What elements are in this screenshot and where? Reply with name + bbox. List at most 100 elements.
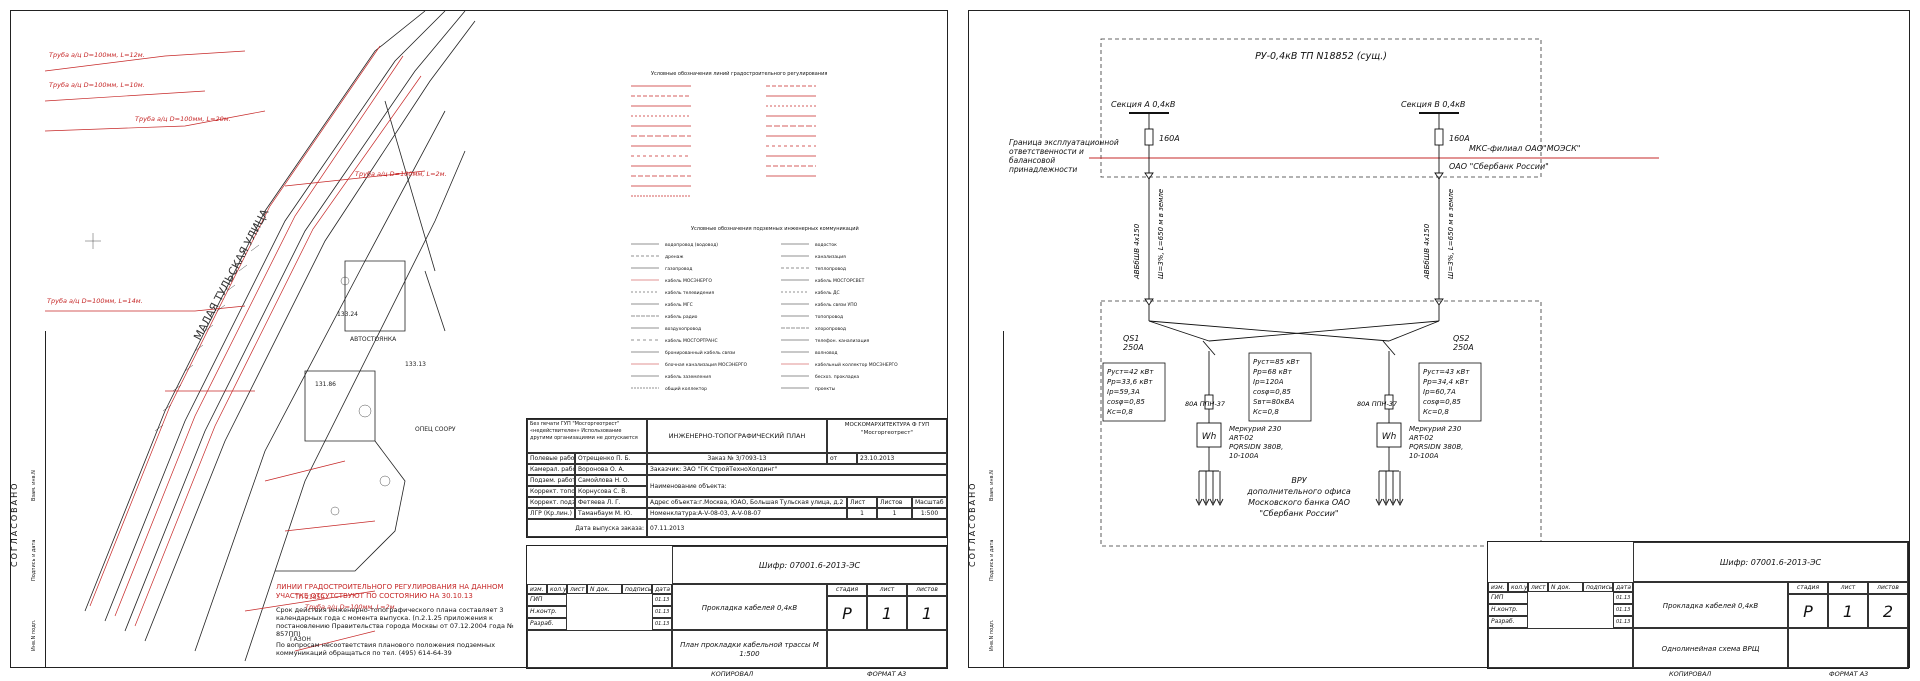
ct-right-rating: 80А ППН-37	[1357, 400, 1398, 408]
boundary-label: Граница эксплуатационной ответственности…	[1009, 138, 1119, 174]
street-lines	[84, 11, 476, 662]
legend-item: дренаж	[665, 255, 684, 260]
legend-lines-1	[631, 85, 816, 197]
side-label: Взам. инв.N	[989, 470, 995, 501]
side-label: Инв.N подл.	[989, 619, 995, 651]
load-param: Iр=60,7А	[1423, 388, 1456, 396]
approval-label: СОГЛАСОВАНО	[10, 481, 19, 567]
parking-label: АВТОСТОЯНКА	[350, 336, 397, 343]
meter-texts: Меркурий 230 ART-02 PQRSIDN 380В, 10-100…	[1228, 425, 1463, 460]
cable-a-type: АВБбШВ 4х150	[1133, 223, 1141, 280]
pipe-label: Труба а/ц D=100мм, L=2м.	[305, 603, 397, 611]
site-plan-map: Труба а/ц D=100мм, L=12м. Труба а/ц D=10…	[45, 11, 476, 662]
load-param: Кс=0,8	[1253, 408, 1279, 416]
side-label: Взам. инв.N	[31, 470, 37, 501]
stage-header: стадия	[1788, 582, 1828, 594]
legend-item: кабель заземления	[665, 375, 711, 380]
load-param: Sвт=80кВА	[1253, 398, 1294, 406]
stamp-person: Самойлова Н. О.	[575, 475, 647, 486]
legend-item: канализация	[815, 255, 846, 260]
pipe-label: Труба а/ц D=100мм, L=20м.	[135, 115, 231, 123]
rev-col: N док.	[1548, 582, 1583, 592]
pipe-label: Труба а/ц D=100мм, L=14м.	[47, 297, 143, 305]
title-block: Шифр: 07001.6-2013-ЭС изм. кол.уч лист N…	[526, 545, 948, 669]
sheet-header: лист	[867, 584, 907, 596]
sheets-value: 2	[1868, 594, 1908, 628]
role: Н.контр.	[1488, 604, 1528, 616]
scale-value: 1:500	[912, 508, 947, 519]
ct-left-rating: 80А ППН-37	[1185, 400, 1226, 408]
load-box-mid	[1248, 352, 1312, 422]
legend-title: Условные обозначения подземных инженерны…	[691, 226, 859, 232]
doc-code: Шифр: 07001.6-2013-ЭС	[672, 546, 947, 584]
sheet-value: 1	[1828, 594, 1868, 628]
stage-value: Р	[827, 596, 867, 630]
customer: Заказчик: ЗАО "ГК СтройТехноХолдинг"	[647, 464, 947, 475]
rev-col: кол.уч	[547, 584, 567, 594]
meter-spec: ART-02	[1228, 434, 1254, 442]
scale-header: Масштаб	[912, 497, 947, 508]
elevation-label: 133.24	[337, 311, 358, 318]
meter-spec: Меркурий 230	[1409, 425, 1462, 433]
role: Разраб.	[1488, 616, 1528, 628]
lawn-label: ГАЗОН	[290, 636, 311, 643]
load-param: cosφ=0,85	[1253, 388, 1291, 396]
ru-title: РУ-0,4кВ ТП N18852 (сущ.)	[1255, 51, 1387, 62]
sheet-title: План прокладки кабельной трассы М 1:500	[672, 630, 827, 668]
role: Разраб.	[527, 618, 567, 630]
legend-item: воздухопровод	[665, 327, 702, 332]
legend-item: топопровод	[815, 315, 844, 320]
stamp-role: Камерал. работы	[527, 464, 575, 475]
title-block: Шифр: 07001.6-2013-ЭС изм. кол.уч лист N…	[1487, 541, 1909, 669]
object-name: Наименование объекта:	[647, 475, 947, 497]
feeder-a	[1144, 113, 1440, 507]
load-param: Кс=0,8	[1423, 408, 1449, 416]
stamp-org: МОСКОМАРХИТЕКТУРА Ф ГУП "Мосгоргеотрест"	[827, 419, 947, 453]
qs2-rating: 250А	[1453, 343, 1474, 352]
legend-item: кабель радио	[665, 315, 698, 320]
meter-spec: ART-02	[1408, 434, 1434, 442]
work-title: Прокладка кабелей 0,4кВ	[1633, 582, 1788, 628]
object-address: Адрес объекта:г.Москва, ЮАО, Большая Тул…	[647, 497, 847, 508]
structure-label: ОПЕЦ СООРУ	[415, 426, 456, 433]
sheet-site-plan: Труба а/ц D=100мм, L=12м. Труба а/ц D=10…	[10, 10, 948, 678]
legend-lines-2	[631, 243, 809, 389]
meter-spec: PQRSIDN 380В,	[1229, 443, 1283, 451]
stamp-person: Фетяева Л. Г.	[575, 497, 647, 508]
nomenclature: Номенклатура:А-V-08-03, А-V-08-07	[647, 508, 847, 519]
org-blank	[827, 630, 947, 668]
meter-spec: 10-100А	[1409, 452, 1439, 460]
sheets-value: 1	[907, 596, 947, 630]
legend-item: кабель ДС	[815, 291, 840, 296]
legend-left-list: водопровод (водовод) дренаж газопровод к…	[665, 240, 747, 396]
rev-col: кол.уч	[1508, 582, 1528, 592]
pipe-label: Труба а/ц D=100мм, L=2м.	[355, 170, 447, 178]
approval-strip: СОГЛАСОВАНО Взам. инв.N Подпись и дата И…	[10, 331, 46, 667]
stage-header: стадия	[827, 584, 867, 596]
copied-label: КОПИРОВАЛ	[711, 670, 754, 678]
legend-gradostroit: Условные обозначения линий градостроител…	[631, 71, 891, 211]
work-title: Прокладка кабелей 0,4кВ	[672, 584, 827, 630]
org-blank	[1788, 628, 1908, 668]
cable-b-type: АВБбШВ 4х150	[1423, 223, 1431, 280]
sheet-single-line: РУ-0,4кВ ТП N18852 (сущ.) Секция А 0,4кВ…	[968, 10, 1910, 678]
stamp-role: Коррект. подзем.	[527, 497, 575, 508]
legend-item: кабель телевидения	[665, 291, 715, 296]
sheets-header: Листов	[877, 497, 912, 508]
feeder-b	[1148, 113, 1444, 507]
elevation-label: 133.13	[405, 361, 426, 368]
doc-code: Шифр: 07001.6-2013-ЭС	[1633, 542, 1908, 582]
pipe-label: Труба а/ц D=100мм, L=10м.	[49, 81, 145, 89]
vru-dashed-box	[1100, 300, 1542, 547]
stamp-warning: Без печати ГУП "Мосгоргеотрест" «недейст…	[527, 419, 647, 453]
stamp-person: Таманбаум М. Ю.	[575, 508, 647, 519]
meter-spec: Меркурий 230	[1229, 425, 1282, 433]
sheets-header: листов	[1868, 582, 1908, 594]
fuse-b-rating: 160А	[1449, 134, 1470, 143]
load-param: Кс=0,8	[1107, 408, 1133, 416]
legend-item: волновод	[815, 351, 838, 356]
vru-texts: ВРУ дополнительного офиса Московского ба…	[1246, 476, 1351, 518]
meter-spec: 10-100А	[1229, 452, 1259, 460]
sheet-value: 1	[867, 596, 907, 630]
approval-strip: СОГЛАСОВАНО Взам. инв.N Подпись и дата И…	[968, 331, 1004, 667]
